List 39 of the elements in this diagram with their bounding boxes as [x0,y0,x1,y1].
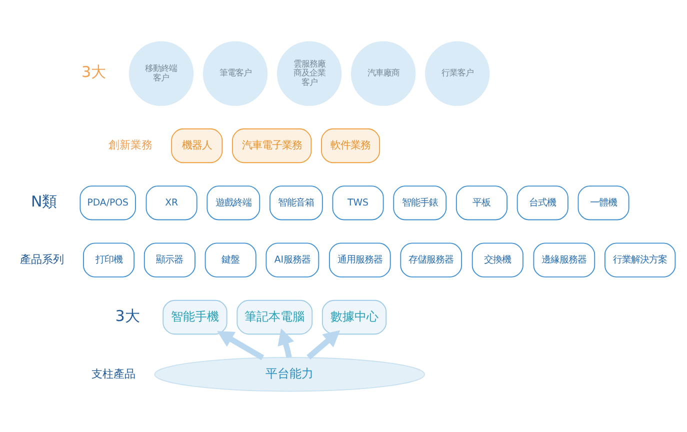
node-box: 顯示器 [144,242,196,277]
arrow [217,330,264,360]
node-ellipse: 平台能力 [154,356,426,392]
node-box: 軟件業務 [321,128,380,163]
node-box: 智能手錶 [393,185,447,220]
node-circle: 筆電客户 [202,40,268,106]
node-box: 行業解決方案 [604,242,676,277]
node-box: 台式機 [516,185,568,220]
node-box: XR [146,185,198,220]
node-circle: 移動終端客户 [128,40,194,106]
label: 產品系列 [20,252,64,266]
arrow [278,328,294,358]
node-box: 一體機 [578,185,630,220]
node-circle: 雲服務廠商及企業客户 [276,40,342,106]
node-box: TWS [332,185,384,220]
node-box: AI服務器 [266,242,320,277]
node-box: 平板 [456,185,508,220]
node-box: 筆記本電腦 [236,299,313,334]
label: 3大 [115,306,140,324]
node-box: 打印機 [83,242,135,277]
label: N類 [31,192,58,210]
node-circle: 行業客户 [425,40,490,106]
node-box: 遊戲終端 [206,185,260,220]
node-box: 汽車電子業務 [232,128,312,163]
node-box: 智能手機 [162,299,228,334]
node-box: 邊緣服務器 [533,242,596,277]
arrow [306,330,340,359]
node-box: 機器人 [171,128,223,163]
label: 創新業務 [108,138,152,152]
node-circle: 汽車廠商 [351,40,416,106]
node-box: 存儲服務器 [400,242,462,277]
label: 3大 [82,62,106,81]
node-box: 通用服務器 [328,242,391,277]
label: 支柱產品 [91,366,136,380]
node-box: 交換機 [472,242,524,277]
node-box: 數據中心 [322,299,387,334]
node-box: 智能音箱 [269,185,323,220]
node-box: PDA/POS [80,185,136,220]
node-box: 鍵盤 [204,242,256,277]
